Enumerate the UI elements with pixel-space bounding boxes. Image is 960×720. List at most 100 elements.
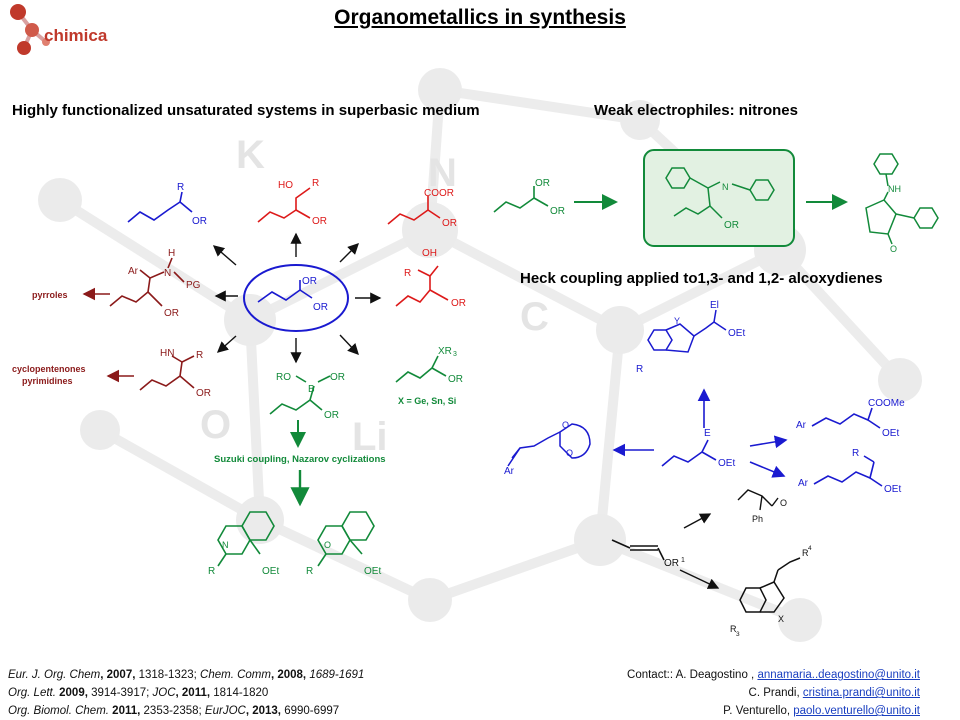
label-oet: OEt <box>718 458 735 469</box>
heck-start-diene-blue: E OEt <box>661 428 735 469</box>
label-hn: HN <box>160 348 174 359</box>
contact-line-3: P. Venturello, paolo.venturello@unito.it <box>723 705 920 717</box>
product-boronate-green: RO B OR OR <box>269 372 345 421</box>
label-or1: OR <box>664 558 679 569</box>
label-or: OR <box>550 206 565 217</box>
label-n: N <box>722 182 729 192</box>
label-pg: PG <box>186 280 201 291</box>
product-hydroxyalkyl-red: HO R OR <box>257 178 327 227</box>
product-benzoheterocycle-black <box>739 557 801 613</box>
bg-letter-c: C <box>520 295 549 339</box>
label-ar: Ar <box>504 466 515 477</box>
label-oet: OEt <box>884 484 901 495</box>
reference-line-1: Eur. J. Org. Chem, 2007, 1318-1323; Chem… <box>8 669 365 681</box>
label-coor: COOR <box>424 188 454 199</box>
label-oh: OH <box>422 248 437 259</box>
label-ar: Ar <box>796 420 807 431</box>
central-acetal-substrate: OR OR <box>243 264 349 332</box>
nitrone-intermediate-box <box>643 149 795 247</box>
product-imine-darkred: HN R OR <box>139 348 211 399</box>
label-or: OR <box>192 216 207 227</box>
product-ester-red: COOR OR <box>387 188 457 229</box>
label-pyrroles: pyrroles <box>32 290 68 300</box>
logo-text: chimica <box>44 26 108 45</box>
label-n: N <box>164 268 171 279</box>
product-amine-darkred: H N Ar PG OR <box>109 248 201 319</box>
label-or: OR <box>164 308 179 319</box>
product-quinoline-green <box>217 511 275 567</box>
label-r: R <box>312 178 319 189</box>
label-or: OR <box>324 410 339 421</box>
heck-product-substituted-blue: Ar R OEt <box>798 448 901 495</box>
label-ho: HO <box>278 180 293 191</box>
label-or: OR <box>442 218 457 229</box>
label-sub3: 3 <box>453 351 457 358</box>
bg-letter-n: N <box>428 151 457 195</box>
label-cyclopentenones: cyclopentenones <box>12 364 86 374</box>
label-y: Y <box>674 316 680 326</box>
label-n: N <box>222 540 229 550</box>
product-aldehyde-black <box>737 489 779 511</box>
references: Eur. J. Org. Chem, 2007, 1318-1323; Chem… <box>8 666 364 720</box>
email-link-deagostino[interactable]: annamaria..deagostino@unito.it <box>757 669 920 681</box>
label-sup1: 1 <box>681 557 685 564</box>
label-oet: OEt <box>882 428 899 439</box>
label-o: O <box>566 448 573 458</box>
section-title-nitrones: Weak electrophiles: nitrones <box>594 102 798 119</box>
heck-product-dioxane-blue <box>507 423 591 467</box>
label-or: OR <box>313 302 328 313</box>
bg-letter-o: O <box>200 403 231 447</box>
label-or: OR <box>535 178 550 189</box>
label-r: R <box>196 350 203 361</box>
label-h: H <box>168 248 175 259</box>
label-ro: RO <box>276 372 291 383</box>
product-alkoxy-diene-blue: R OR <box>127 182 207 227</box>
section-title-heck: Heck coupling applied to1,3- and 1,2- al… <box>520 270 883 287</box>
label-r4: R <box>802 548 809 558</box>
email-link-prandi[interactable]: cristina.prandi@unito.it <box>802 687 920 699</box>
chimica-logo-icon <box>10 4 50 55</box>
label-r: R <box>208 566 215 577</box>
label-suzuki: Suzuki coupling, Nazarov cyclizations <box>214 454 386 465</box>
label-sub3b: 3 <box>736 631 740 638</box>
label-o: O <box>324 540 331 550</box>
heck-product-bicyclic-blue <box>647 309 727 353</box>
contacts: Contact:: A. Deagostino , annamaria..dea… <box>627 666 920 720</box>
label-oet: OEt <box>728 328 745 339</box>
nitrone-start-acetal: OR OR <box>493 178 565 217</box>
label-o: O <box>890 244 897 254</box>
label-r3: R <box>730 624 737 634</box>
label-r: R <box>852 448 859 459</box>
label-or: OR <box>196 388 211 399</box>
bg-letter-k: K <box>236 133 265 177</box>
label-nh: NH <box>888 184 901 194</box>
label-o: O <box>562 420 569 430</box>
label-or: OR <box>330 372 345 383</box>
label-r: R <box>177 182 184 193</box>
label-coome: COOMe <box>868 398 905 409</box>
label-or: OR <box>724 220 739 231</box>
label-r: R <box>404 268 411 279</box>
nitrone-intermediate <box>665 167 775 219</box>
label-xr3: XR <box>438 346 452 357</box>
label-o: O <box>780 498 787 508</box>
section-title-superbasic: Highly functionalized unsaturated system… <box>12 102 480 119</box>
label-x: X <box>778 614 784 624</box>
label-or: OR <box>302 276 317 287</box>
allene-alkoxy-black <box>611 539 665 561</box>
label-ar: Ar <box>798 478 809 489</box>
arrow-heck-right-down <box>749 461 786 478</box>
label-or: OR <box>448 374 463 385</box>
label-b: B <box>308 384 315 395</box>
label-oet: OEt <box>364 566 381 577</box>
label-r: R <box>636 364 643 375</box>
email-link-venturello[interactable]: paolo.venturello@unito.it <box>793 705 920 717</box>
label-pyrimidines: pyrimidines <box>22 376 73 386</box>
label-r: R <box>306 566 313 577</box>
reference-line-2: Org. Lett. 2009, 3914-3917; JOC, 2011, 1… <box>8 687 269 699</box>
label-el: El <box>710 300 719 311</box>
label-or: OR <box>451 298 466 309</box>
contact-line-1: Contact:: A. Deagostino , annamaria..dea… <box>627 669 920 681</box>
product-chromene-green <box>317 511 375 567</box>
